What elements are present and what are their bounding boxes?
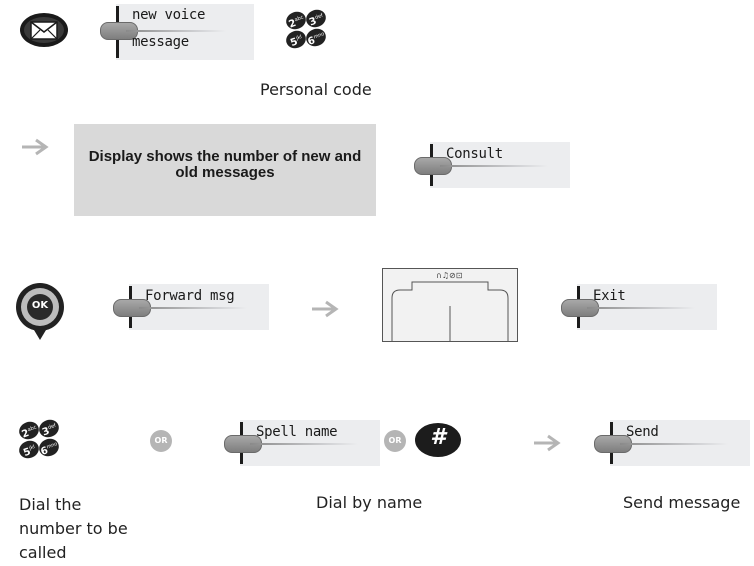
display-line-1: new voice <box>132 7 206 23</box>
key-3-letters: def <box>47 422 57 432</box>
dial-number-caption: Dial the number to be called <box>19 495 128 562</box>
hash-key[interactable]: # <box>414 422 462 458</box>
svg-text:∩♫⊘⊡: ∩♫⊘⊡ <box>436 271 462 280</box>
phone-screen-graphic: ∩♫⊘⊡ <box>382 268 518 342</box>
key-6-letters: mno <box>45 441 59 451</box>
arrow-right-icon <box>312 300 339 318</box>
display-screen-icon: ∩♫⊘⊡ <box>382 268 518 342</box>
exit-softkey[interactable]: Exit <box>561 284 717 330</box>
consult-softkey[interactable]: Consult <box>414 142 570 188</box>
send-message-caption: Send message <box>623 493 741 512</box>
hash-key-icon <box>415 423 461 457</box>
consult-label: Consult <box>446 146 503 162</box>
spell-name-softkey[interactable]: Spell name <box>224 420 380 466</box>
ok-navigator[interactable]: OK <box>15 280 65 342</box>
forward-msg-softkey[interactable]: Forward msg <box>113 284 269 330</box>
envelope-icon <box>20 13 68 47</box>
info-box-text: Display shows the number of new and old … <box>88 148 362 181</box>
info-box: Display shows the number of new and old … <box>74 124 376 216</box>
key-5-letters: jkl <box>28 444 36 452</box>
display-line-2: message <box>132 34 189 50</box>
send-label: Send <box>626 424 659 440</box>
or-badge: OR <box>384 430 406 452</box>
send-softkey[interactable]: Send <box>594 420 750 466</box>
key-5-letters: jkl <box>295 34 303 42</box>
hash-label: # <box>430 425 446 450</box>
personal-code-caption: Personal code <box>260 80 372 99</box>
new-voice-message-softkey[interactable]: new voice message <box>100 4 254 60</box>
arrow-right-icon <box>534 434 561 452</box>
key-6-letters: mno <box>312 31 326 41</box>
spell-name-label: Spell name <box>256 424 338 440</box>
messaging-key[interactable] <box>19 12 69 48</box>
key-2-letters: abc <box>293 14 305 24</box>
dial-by-name-caption: Dial by name <box>316 493 423 512</box>
forward-msg-label: Forward msg <box>145 288 235 304</box>
key-3-letters: def <box>314 12 324 22</box>
keypad-icon[interactable]: 2abc 3def 5jkl 6mno <box>283 7 329 51</box>
exit-label: Exit <box>593 288 626 304</box>
ok-label: OK <box>31 300 49 311</box>
key-2-letters: abc <box>26 424 38 434</box>
or-badge: OR <box>150 430 172 452</box>
arrow-right-icon <box>22 138 49 156</box>
navigator-icon <box>16 283 64 340</box>
keypad-icon[interactable]: 2abc 3def 5jkl 6mno <box>16 417 62 461</box>
